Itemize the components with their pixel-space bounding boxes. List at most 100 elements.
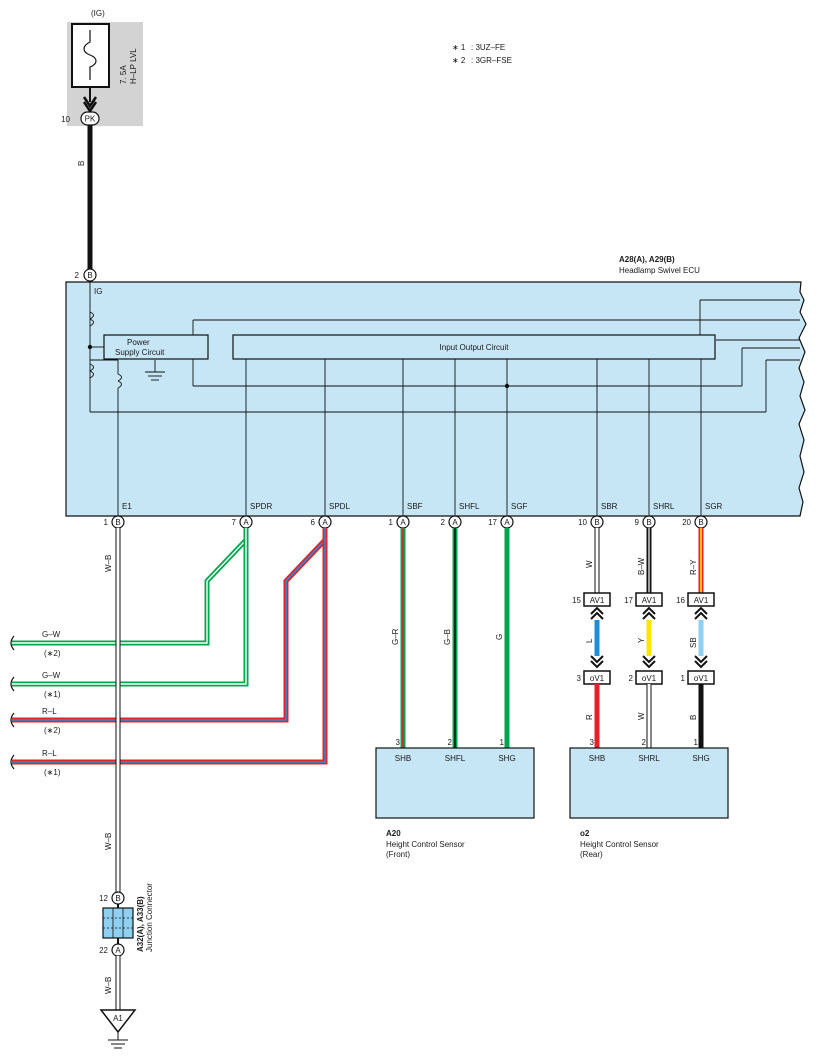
svg-text:A: A	[322, 518, 328, 527]
ground-wire: W–B W–B 12 B A32(A), A33(B) Junction Con…	[99, 528, 154, 1049]
fuse-icon	[83, 30, 97, 80]
rear-wire-3-mid: SB	[689, 637, 698, 648]
svg-text:AV1: AV1	[590, 596, 605, 605]
wire-b-label: B	[77, 161, 86, 166]
terminal-sgf: SGF	[511, 502, 528, 511]
spd-wire-labels: G–W (∗2) G–W (∗1) R–L (∗2) R–L (∗1)	[42, 630, 61, 777]
pin-shrl: 9 B	[635, 515, 656, 529]
front-height-sensor: SHB SHFL SHG A20 Height Control Sensor (…	[375, 747, 535, 859]
svg-text:9: 9	[635, 518, 640, 527]
front-sensor-position: (Front)	[386, 850, 410, 859]
svg-text:1: 1	[681, 674, 686, 683]
svg-text:PK: PK	[85, 115, 96, 124]
note-1-mark: ∗ 1	[452, 43, 466, 52]
svg-text:1: 1	[389, 518, 394, 527]
gw1-color: G–W	[42, 671, 61, 680]
av1-connector-1	[583, 592, 611, 607]
chevron-down-icon	[590, 655, 604, 669]
front-sensor-name: Height Control Sensor	[386, 840, 465, 849]
svg-text:10: 10	[578, 518, 587, 527]
fuse-pin: 10	[61, 115, 70, 124]
svg-text:B: B	[115, 894, 120, 903]
svg-text:A: A	[400, 518, 406, 527]
svg-text:SHG: SHG	[498, 754, 515, 763]
svg-text:A: A	[115, 946, 121, 955]
pin-sbr: 10 B	[578, 515, 604, 529]
fuse-header: (IG)	[91, 9, 105, 18]
front-wire-2-color: G–B	[443, 629, 452, 645]
terminal-sbr: SBR	[601, 502, 618, 511]
rear-height-sensor: SHB SHRL SHG o2 Height Control Sensor (R…	[569, 747, 729, 859]
ecu-body	[65, 281, 807, 517]
rear-sensor-name: Height Control Sensor	[580, 840, 659, 849]
rear-wire-2-mid: Y	[637, 637, 646, 643]
gw2-color: G–W	[42, 630, 61, 639]
svg-text:3: 3	[590, 738, 595, 747]
rear-wire-2-upper: B–W	[637, 557, 646, 575]
rear-wire-3-lower: B	[689, 715, 698, 720]
svg-text:1: 1	[500, 738, 505, 747]
gw2-note: (∗2)	[44, 649, 61, 658]
svg-text:A: A	[452, 518, 458, 527]
svg-text:17: 17	[488, 518, 497, 527]
svg-text:1: 1	[104, 518, 109, 527]
ground-point-icon	[99, 1009, 137, 1034]
fuse-name: H–LP LVL	[129, 48, 138, 84]
svg-text:15: 15	[572, 596, 581, 605]
terminal-shfl: SHFL	[459, 502, 480, 511]
svg-text:17: 17	[624, 596, 633, 605]
pin-e1: 1 B	[104, 515, 125, 529]
svg-text:SHB: SHB	[395, 754, 411, 763]
av1-connector-3	[687, 592, 715, 607]
rear-wire-1-mid: L	[585, 638, 594, 643]
ecu-pins: 1 B 7 A 6 A 1 A 2 A 17 A 1	[104, 515, 708, 529]
svg-text:B: B	[646, 518, 651, 527]
rear-sensor-code: o2	[580, 829, 590, 838]
svg-text:1: 1	[694, 738, 699, 747]
pin-sgf: 17 A	[488, 515, 514, 529]
wb-middle-label: W–B	[104, 833, 113, 850]
relay-coil-icon	[89, 311, 94, 327]
junction-name: Junction Connector	[145, 883, 154, 952]
ecu-power-pin: 2	[75, 271, 80, 280]
svg-text:SHRL: SHRL	[638, 754, 660, 763]
svg-text:Input Output Circuit: Input Output Circuit	[440, 343, 510, 352]
input-output-circuit	[232, 334, 716, 360]
junction-connector	[102, 907, 134, 939]
svg-text:Power: Power	[127, 338, 150, 347]
wire-end-icon	[10, 635, 15, 651]
rear-sensor-position: (Rear)	[580, 850, 603, 859]
svg-text:7: 7	[232, 518, 237, 527]
terminal-sbf: SBF	[407, 502, 423, 511]
engine-notes: ∗ 1 : 3UZ–FE ∗ 2 : 3GR–FSE	[452, 43, 512, 65]
svg-text:2: 2	[629, 674, 634, 683]
svg-text:AV1: AV1	[694, 596, 709, 605]
terminal-e1: E1	[122, 502, 132, 511]
svg-text:B: B	[594, 518, 599, 527]
svg-text:3: 3	[577, 674, 582, 683]
svg-text:Supply Circuit: Supply Circuit	[115, 348, 165, 357]
svg-text:B: B	[115, 518, 120, 527]
front-sensor-code: A20	[386, 829, 401, 838]
rl1-note: (∗1)	[44, 768, 61, 777]
rear-wire-1-lower: R	[585, 714, 594, 720]
svg-text:B: B	[698, 518, 703, 527]
svg-text:2: 2	[642, 738, 647, 747]
terminal-sgr: SGR	[705, 502, 723, 511]
svg-text:B: B	[87, 271, 92, 280]
power-supply-circuit	[103, 334, 209, 360]
ecu-code: A28(A), A29(B)	[619, 255, 675, 264]
terminal-spdl: SPDL	[329, 502, 350, 511]
svg-text:oV1: oV1	[590, 674, 605, 683]
svg-text:oV1: oV1	[642, 674, 657, 683]
av1-connector-2	[635, 592, 663, 607]
svg-text:SHB: SHB	[589, 754, 605, 763]
rear-wire-1-upper: W	[585, 560, 594, 568]
ground-point-label: A1	[113, 1014, 123, 1023]
chevron-up-icon	[590, 606, 604, 620]
rl1-color: R–L	[42, 749, 57, 758]
pin-sbf: 1 A	[389, 515, 410, 529]
svg-text:2: 2	[448, 738, 453, 747]
headlamp-swivel-ecu: A28(A), A29(B) Headlamp Swivel ECU 2 B I…	[65, 255, 807, 517]
